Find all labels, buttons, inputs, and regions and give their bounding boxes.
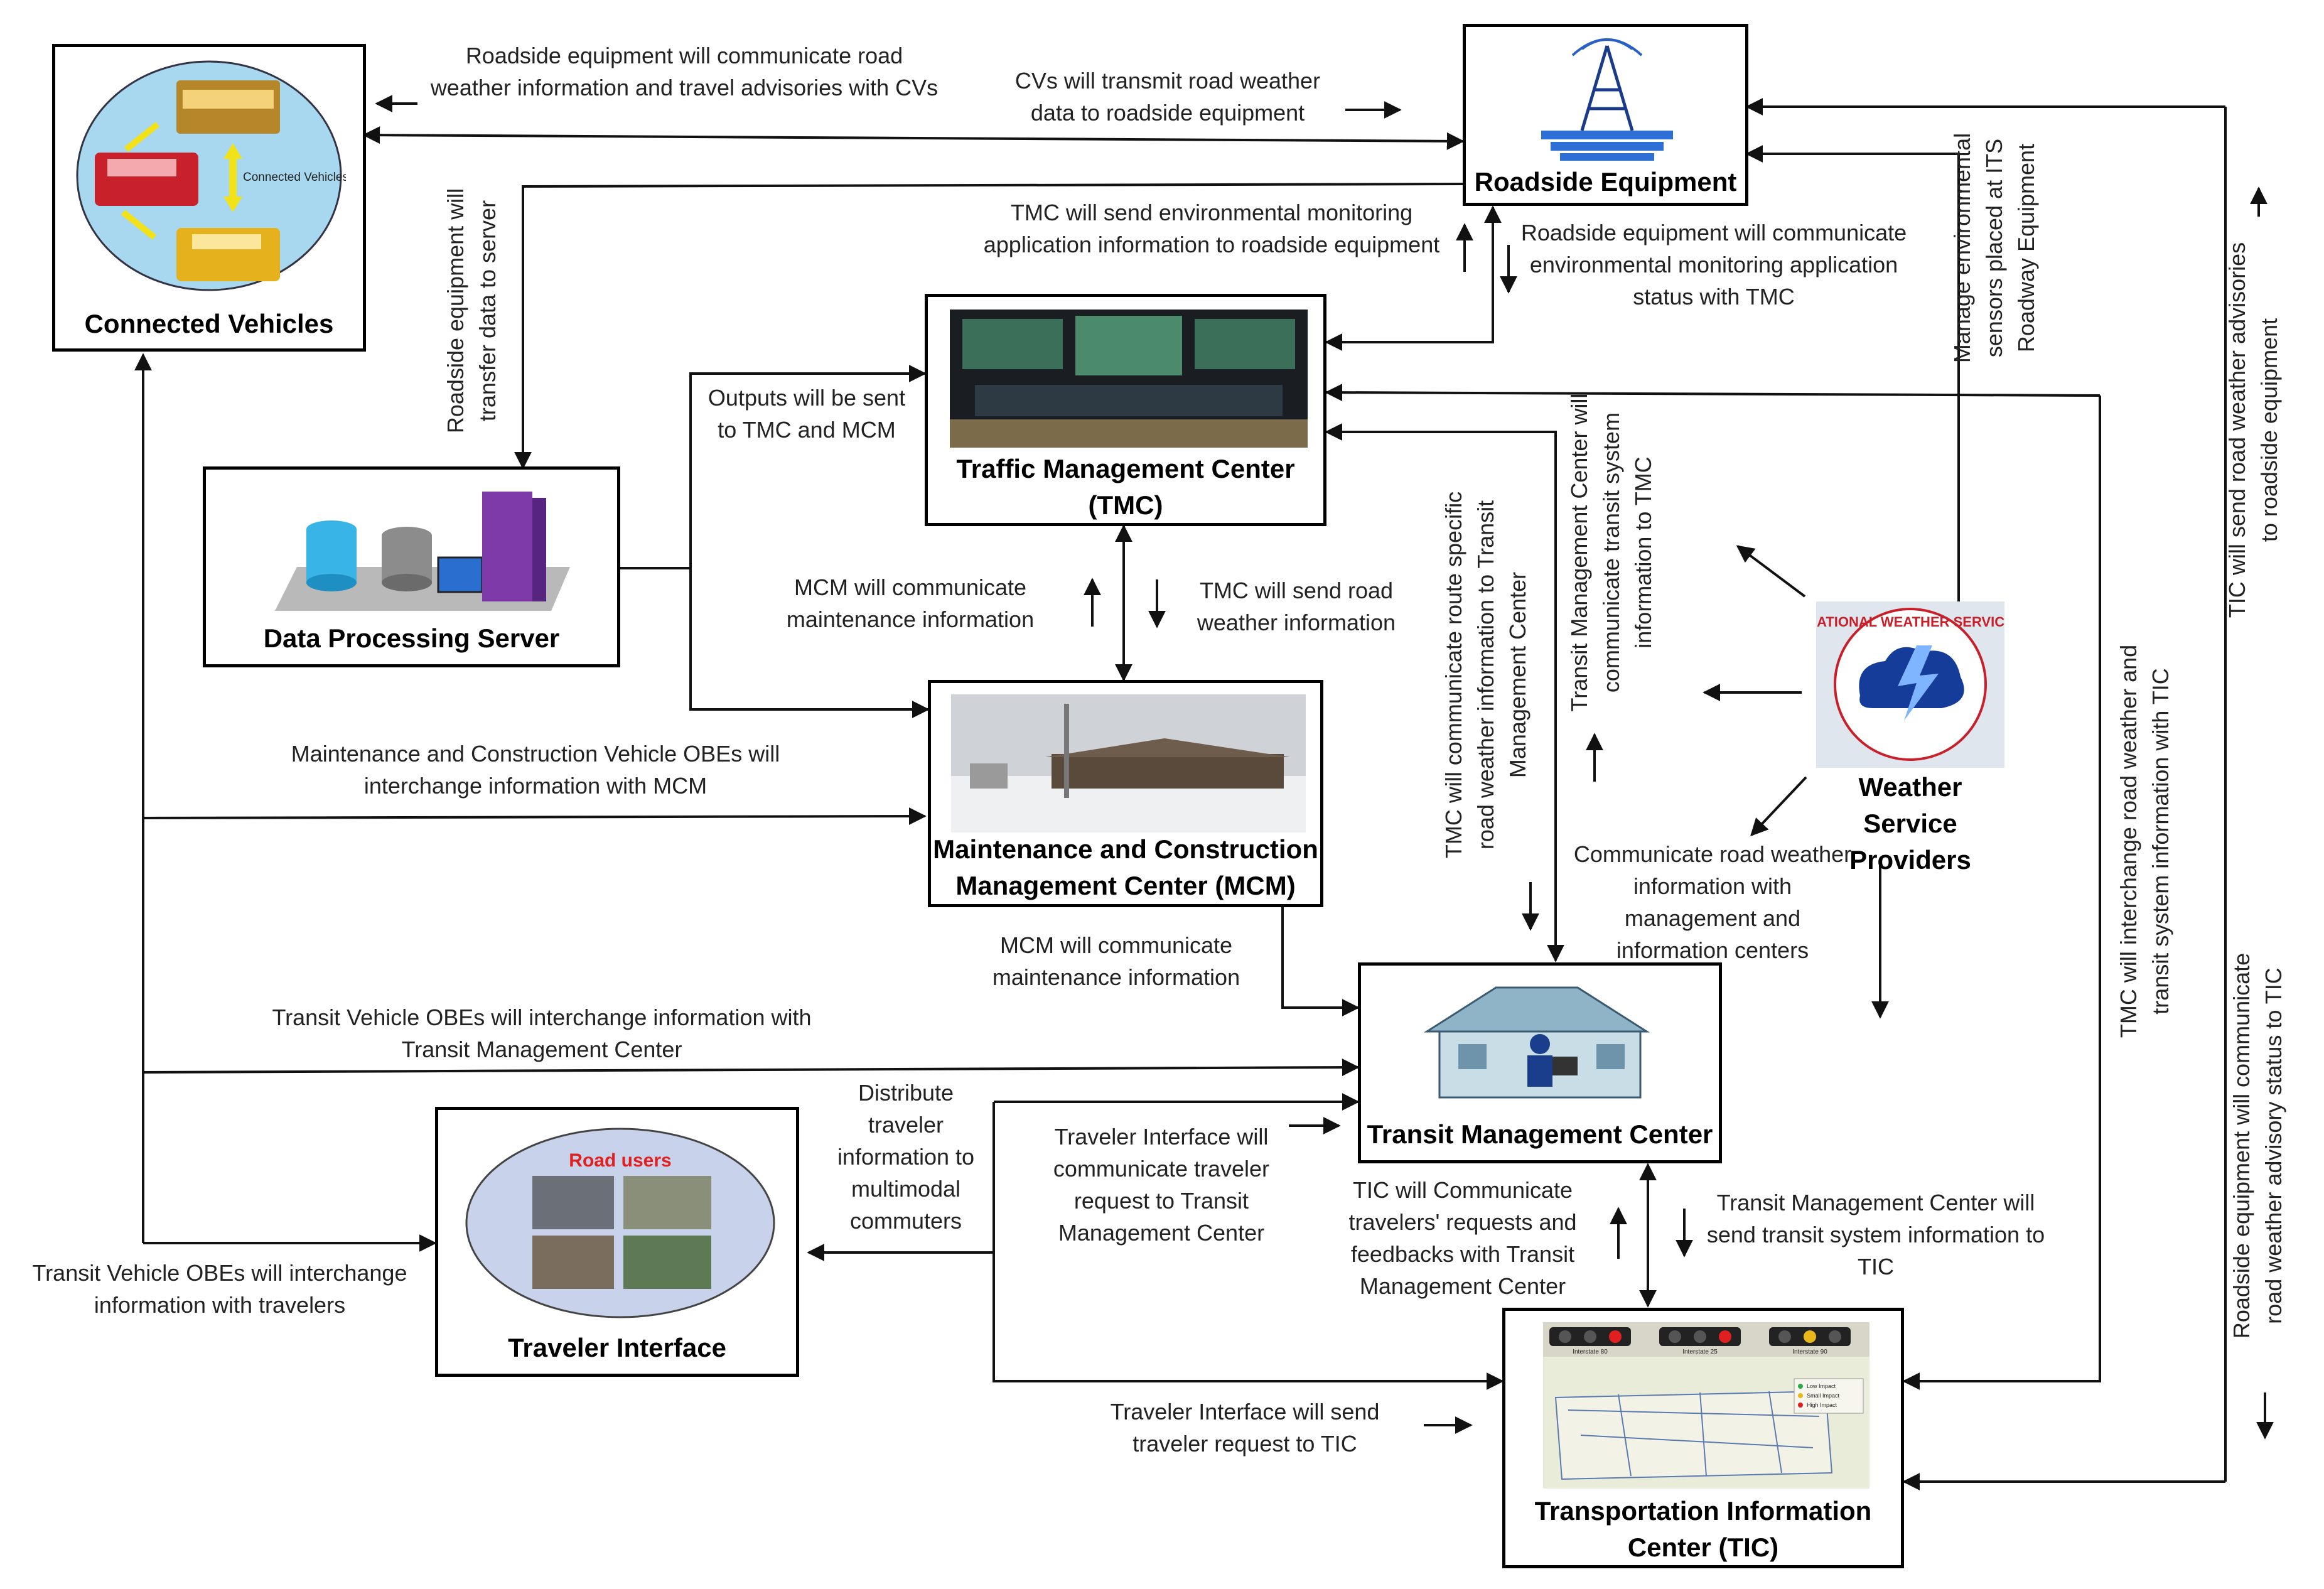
label-ti-to-transit: Traveler Interface will communicate trav… <box>1053 1124 1270 1246</box>
label-rse-to-server: Roadside equipment will transfer data to… <box>443 188 500 434</box>
road-users-caption: Road users <box>569 1150 671 1171</box>
label-manage-sensors: Manage environmental sensors placed at I… <box>1949 132 2039 364</box>
tic-title: Transportation Information Center (TIC) <box>1534 1496 1872 1562</box>
roadside-equipment-node[interactable]: Roadside Equipment <box>1463 24 1748 206</box>
traveler-interface-title: Traveler Interface <box>508 1333 726 1362</box>
tic-node[interactable]: Interstate 80 Interstate 25 Interstate 9… <box>1502 1308 1904 1568</box>
traffic-signal-icons <box>1549 1327 1851 1346</box>
data-processing-server-title: Data Processing Server <box>263 623 560 653</box>
svg-text:Small Impact: Small Impact <box>1807 1392 1840 1399</box>
road-users-image: Road users <box>465 1128 775 1318</box>
label-tic-to-rse: TIC will send road weather advisories to… <box>2224 242 2282 618</box>
house-worker-image <box>1423 986 1650 1099</box>
label-rse-to-tic: Roadside equipment will communicate road… <box>2229 952 2286 1339</box>
weather-arrow-down-left <box>1750 776 1807 837</box>
label-cv-to-rse: CVs will transmit road weather data to r… <box>1014 68 1321 126</box>
label-tic-to-transit: TIC will Communicate travelers' requests… <box>1348 1177 1577 1299</box>
worker-icon <box>1530 1034 1550 1054</box>
tmc-node[interactable]: Traffic Management Center (TMC) <box>925 294 1326 526</box>
maint-obe-connector <box>143 807 927 826</box>
rse-tmc-connector <box>1325 205 1502 351</box>
mcm-transit-connector <box>1281 907 1360 1016</box>
cv-rse-connector <box>362 126 1465 150</box>
cyclist-icon <box>623 1236 711 1289</box>
label-tmc-tic: TMC will interchange road weather and tr… <box>2116 644 2173 1038</box>
label-weather-comm: Communicate road weather information wit… <box>1573 841 1852 963</box>
connected-vehicles-node[interactable]: Connected Vehicles Connected Vehicles <box>52 44 366 352</box>
connected-vehicles-title: Connected Vehicles <box>84 309 334 338</box>
maintenance-facility-image <box>951 694 1306 832</box>
tmc-tic-connector <box>1902 396 2101 1390</box>
label-tmc-to-mcm: TMC will send road weather information <box>1197 578 1396 635</box>
weather-logo-text: NATIONAL WEATHER SERVICE <box>1816 614 2004 630</box>
server-output-connector <box>618 365 927 569</box>
label-mcm-to-transit: MCM will communicate maintenance informa… <box>992 932 1240 990</box>
label-tmc-route-weather: TMC will communicate route specific road… <box>1441 491 1531 859</box>
svg-text:Interstate 80: Interstate 80 <box>1573 1349 1608 1355</box>
label-mcm-to-tmc: MCM will communicate maintenance informa… <box>786 574 1035 632</box>
svg-text:Interstate 90: Interstate 90 <box>1792 1349 1827 1355</box>
svg-text:Low Impact: Low Impact <box>1807 1383 1836 1389</box>
storage-icon <box>382 527 432 591</box>
weather-arrow-up <box>1736 545 1806 598</box>
mcm-title: Maintenance and Construction Management … <box>933 834 1318 900</box>
label-rse-to-cv: Roadside equipment will communicate road… <box>430 43 939 100</box>
traveler-interface-node[interactable]: Road users Traveler Interface <box>435 1107 799 1377</box>
tic-map-image: Interstate 80 Interstate 25 Interstate 9… <box>1543 1322 1869 1489</box>
tower-icon <box>482 492 532 601</box>
antenna-tower-icon <box>1541 38 1673 161</box>
label-transit-to-tic: Transit Management Center will send tran… <box>1706 1190 2045 1279</box>
tmc-title: Traffic Management Center (TMC) <box>956 454 1295 520</box>
label-ti-to-tic: Traveler Interface will send traveler re… <box>1110 1399 1380 1457</box>
label-distribute: Distribute traveler information to multi… <box>837 1080 975 1234</box>
weather-rse-connector <box>1745 145 1960 603</box>
label-maint-obe: Maintenance and Construction Vehicle OBE… <box>291 741 780 799</box>
mcm-node[interactable]: Maintenance and Construction Management … <box>928 680 1323 907</box>
tmc-transit-connector <box>1325 423 1564 962</box>
monitor-icon <box>437 556 483 593</box>
label-transit-obe: Transit Vehicle OBEs will interchange in… <box>272 1005 812 1062</box>
lightning-icon <box>1898 645 1939 721</box>
state-map-icon <box>1554 1390 1833 1480</box>
connected-vehicles-caption: Connected Vehicles <box>243 171 346 184</box>
server-image <box>275 492 570 611</box>
label-transit-obe-travelers: Transit Vehicle OBEs will interchange in… <box>32 1260 407 1318</box>
weather-service-title: Weather Service Providers <box>1849 772 1971 875</box>
roadside-equipment-title: Roadside Equipment <box>1474 167 1737 197</box>
server-mcm-connector <box>689 568 930 718</box>
label-outputs: Outputs will be sent to TMC and MCM <box>707 385 906 443</box>
rse-server-connector <box>514 183 1463 470</box>
label-rse-to-tmc: Roadside equipment will communicate envi… <box>1520 220 1907 310</box>
control-room-image <box>950 310 1308 448</box>
transit-obe-connector <box>143 1058 1360 1077</box>
transit-management-center-title: Transit Management Center <box>1367 1119 1713 1149</box>
svg-text:High Impact: High Impact <box>1807 1402 1837 1408</box>
svg-text:Interstate 25: Interstate 25 <box>1682 1349 1718 1355</box>
weather-service-logo: NATIONAL WEATHER SERVICE <box>1816 601 2004 768</box>
label-tmc-to-rse: TMC will send environmental monitoring a… <box>983 200 1440 257</box>
label-transit-to-tmc: Transit Management Center will communica… <box>1566 393 1656 712</box>
database-icon <box>306 520 357 591</box>
connected-vehicles-image: Connected Vehicles <box>76 60 346 291</box>
data-processing-server-node[interactable]: Data Processing Server <box>203 466 620 667</box>
transit-management-center-node[interactable]: Transit Management Center <box>1358 962 1722 1163</box>
